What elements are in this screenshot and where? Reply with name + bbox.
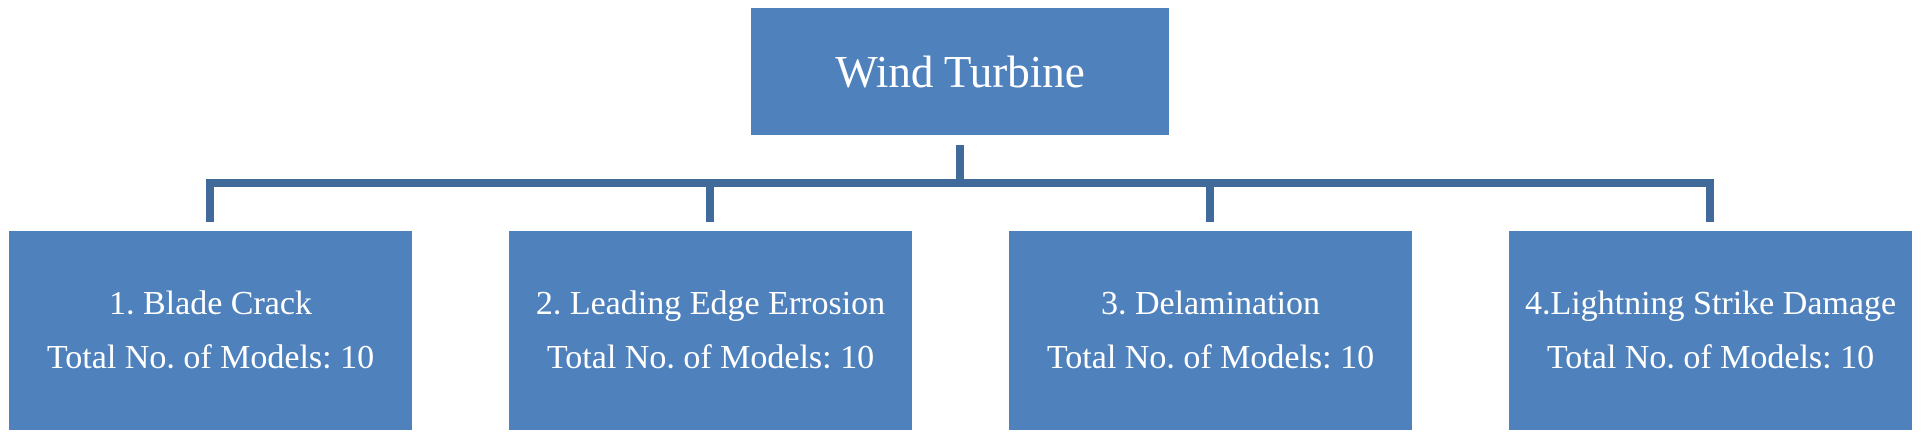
child-node-title: 4.Lightning Strike Damage [1524,284,1897,322]
child-node-subtitle: Total No. of Models: 10 [1546,338,1875,376]
child-node-lightning-strike-damage: 4.Lightning Strike Damage Total No. of M… [1509,231,1912,430]
child-node-leading-edge-erosion: 2. Leading Edge Errosion Total No. of Mo… [509,231,912,430]
child-node-subtitle: Total No. of Models: 10 [46,338,375,376]
child-node-subtitle: Total No. of Models: 10 [1046,338,1375,376]
child-node-title: 2. Leading Edge Errosion [535,284,886,322]
root-node-wind-turbine: Wind Turbine [751,8,1169,135]
child-node-delamination: 3. Delamination Total No. of Models: 10 [1009,231,1412,430]
child-node-title: 3. Delamination [1100,284,1321,322]
child-node-title: 1. Blade Crack [109,284,312,322]
child-node-subtitle: Total No. of Models: 10 [546,338,875,376]
child-node-blade-crack: 1. Blade Crack Total No. of Models: 10 [9,231,412,430]
root-node-label: Wind Turbine [835,46,1085,97]
